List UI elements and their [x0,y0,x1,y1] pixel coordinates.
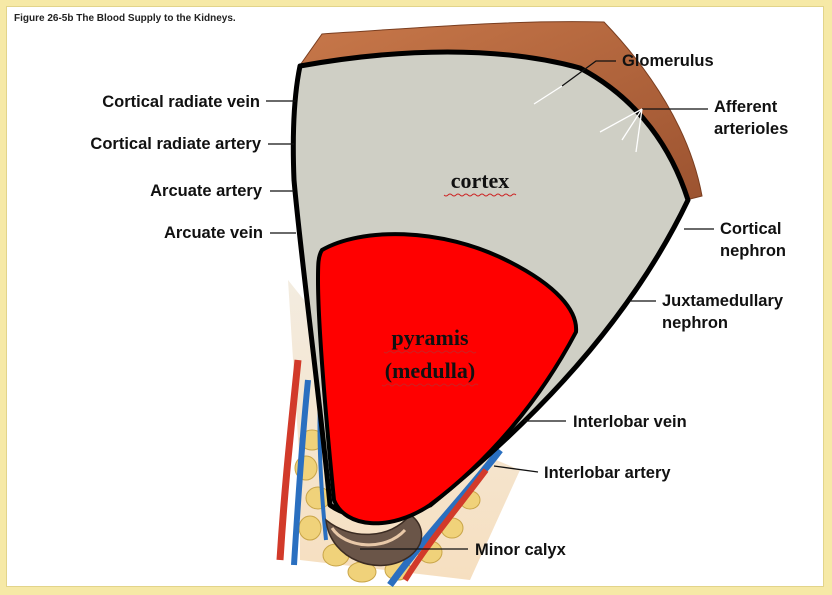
label-juxtamedullary-nephron: nephron [662,314,728,332]
label-arcuate-vein: Arcuate vein [164,224,263,242]
calyx-rim [330,527,407,547]
leader-afferent-white-2 [621,108,643,141]
label-glomerulus: Glomerulus [622,52,714,70]
medulla-pyramid [316,232,579,526]
label-cortical-nephron: nephron [720,242,786,260]
medulla-label: (medulla) [385,358,475,383]
label-juxtamedullary: Juxtamedullary [662,292,784,310]
label-cortical-radiate-vein: Cortical radiate vein [102,93,260,111]
figure-title: Figure 26-5b The Blood Supply to the Kid… [14,13,236,24]
label-minor-calyx: Minor calyx [475,541,567,559]
label-arcuate-artery: Arcuate artery [150,182,263,200]
leader-afferent-white-3 [635,108,643,153]
interlobar-vein-right [387,447,503,588]
leader-afferent-white-1 [599,108,643,133]
interlobar-vein-left [291,379,311,566]
spellcheck-underline-cortex [443,193,517,197]
pyramis-label: pyramis [392,325,469,350]
leader-glomerulus [561,60,616,87]
label-afferent: Afferent [714,98,778,116]
interlobar-artery-left [276,359,302,561]
label-arterioles: arterioles [714,120,788,138]
label-interlobar-vein: Interlobar vein [573,413,687,431]
leader-interlobar-artery [493,465,539,473]
interlobar-artery-right [402,468,489,582]
minor-calyx [325,514,423,567]
label-cortical-radiate-artery: Cortical radiate artery [90,135,261,153]
leader-glomerulus-white [533,85,563,105]
cortex-label: cortex [451,168,510,193]
label-interlobar-artery: Interlobar artery [544,464,671,482]
spellcheck-underline-pyramis [383,350,477,354]
label-cortical: Cortical [720,220,781,238]
spellcheck-underline-medulla [381,383,479,387]
